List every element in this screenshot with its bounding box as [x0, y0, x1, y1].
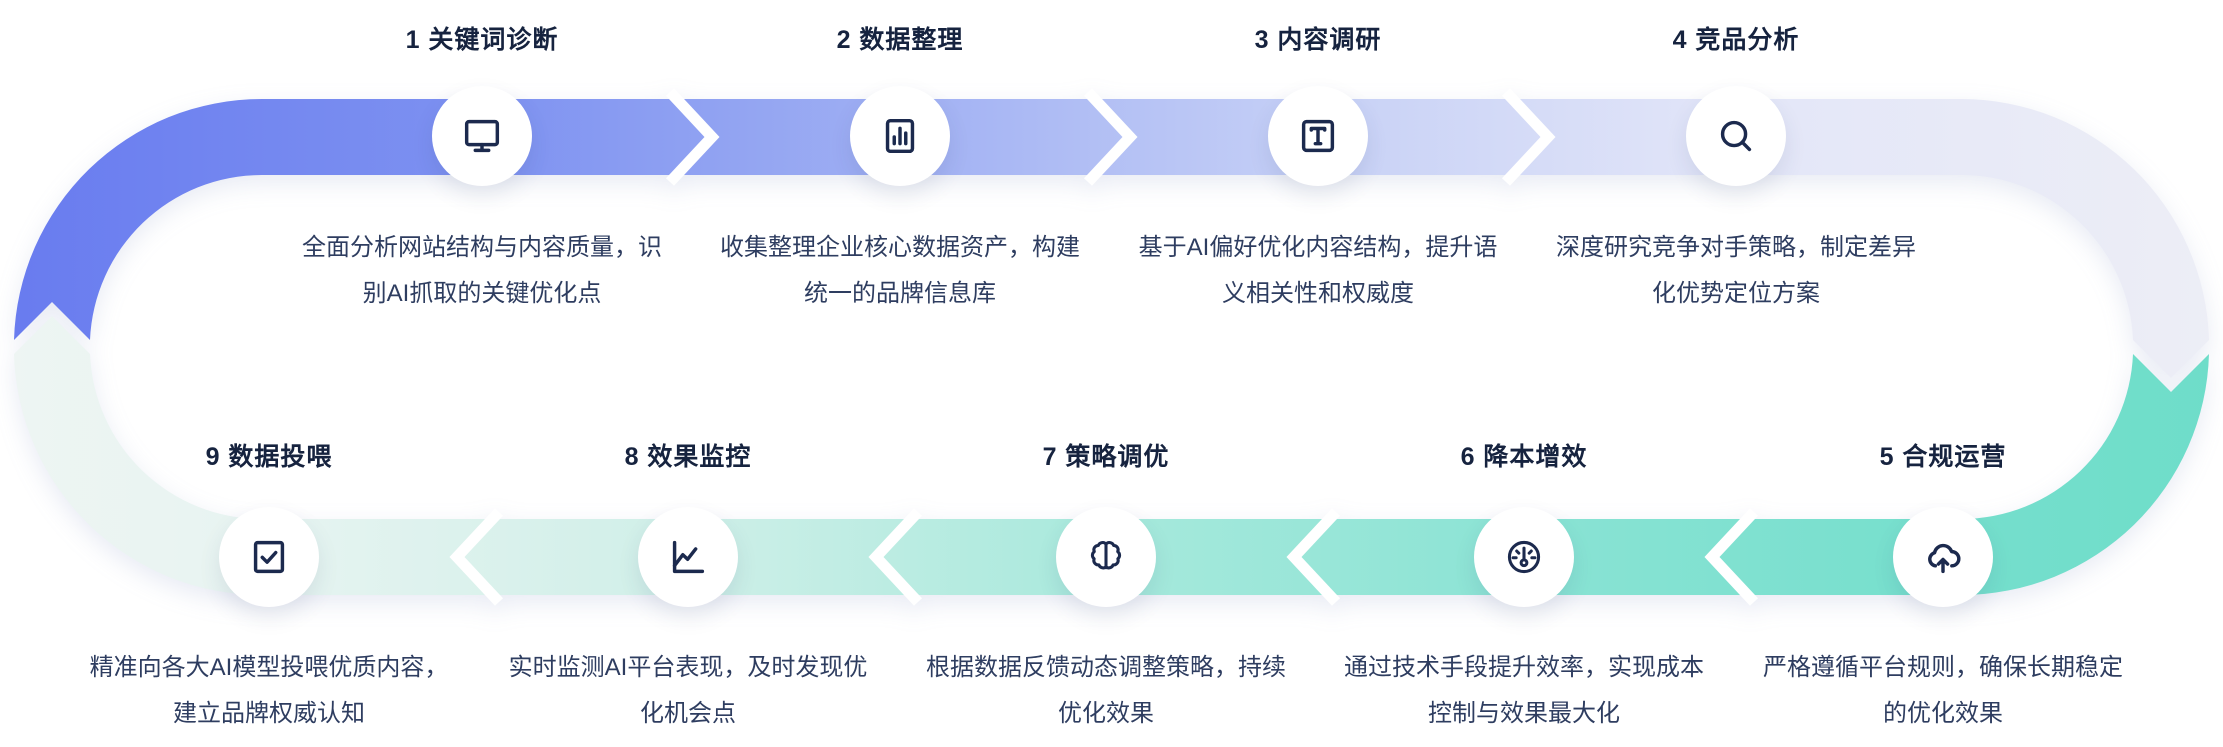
- step-6-title: 6 降本增效: [1460, 443, 1588, 471]
- step-7-title: 7 策略调优: [1042, 443, 1170, 471]
- brain-icon: [1090, 541, 1122, 570]
- step-5-title: 5 合规运营: [1879, 443, 2007, 471]
- step-2-icon-circle: [850, 86, 950, 186]
- step-1-icon-circle: [432, 86, 532, 186]
- step-1-description: 全面分析网站结构与内容质量，识 别AI抓取的关键优化点: [302, 234, 662, 307]
- step-9-title: 9 数据投喂: [205, 443, 333, 471]
- flow-separator-chevron: [665, 88, 720, 186]
- step-8-title: 8 效果监控: [624, 443, 752, 471]
- step-7-icon-circle: [1056, 507, 1156, 607]
- flow-separator-chevron: [1286, 508, 1341, 606]
- step-2-description: 收集整理企业核心数据资产，构建 统一的品牌信息库: [720, 234, 1080, 307]
- checkbox-icon: [253, 540, 285, 574]
- process-band-top: [14, 98, 2209, 379]
- flow-separator-chevron: [1501, 88, 1556, 186]
- step-7-description: 根据数据反馈动态调整策略，持续 优化效果: [926, 654, 1286, 727]
- search-icon: [1720, 120, 1752, 152]
- flow-separator-chevron: [1083, 88, 1138, 186]
- text-icon: [1301, 119, 1335, 153]
- step-5-icon-circle: [1893, 507, 1993, 607]
- flow-separator-chevron: [868, 508, 923, 606]
- step-8-icon-circle: [638, 507, 738, 607]
- flow-separator-chevron: [1704, 508, 1759, 606]
- step-4-description: 深度研究竞争对手策略，制定差异 化优势定位方案: [1556, 234, 1916, 307]
- flow-separator-chevron: [449, 508, 504, 606]
- step-1-title: 1 关键词诊断: [405, 26, 559, 54]
- process-band-bottom: [14, 316, 2209, 595]
- step-4-icon-circle: [1686, 86, 1786, 186]
- monitor-icon: [464, 119, 500, 153]
- step-9-icon-circle: [219, 507, 319, 607]
- step-8-description: 实时监测AI平台表现，及时发现优 化机会点: [508, 654, 868, 727]
- step-9-description: 精准向各大AI模型投喂优质内容， 建立品牌权威认知: [89, 654, 449, 727]
- step-6-icon-circle: [1474, 507, 1574, 607]
- cloud-upload-icon: [1928, 543, 1961, 574]
- step-3-icon-circle: [1268, 86, 1368, 186]
- step-5-description: 严格遵循平台规则，确保长期稳定 的优化效果: [1763, 654, 2123, 727]
- bar-chart-icon: [885, 118, 915, 154]
- step-6-description: 通过技术手段提升效率，实现成本 控制与效果最大化: [1344, 654, 1704, 727]
- step-2-title: 2 数据整理: [836, 26, 964, 54]
- step-3-title: 3 内容调研: [1254, 26, 1382, 54]
- gauge-icon: [1507, 540, 1541, 574]
- step-3-description: 基于AI偏好优化内容结构，提升语 义相关性和权威度: [1138, 234, 1498, 307]
- line-chart-icon: [672, 540, 705, 574]
- step-4-title: 4 竞品分析: [1672, 26, 1800, 54]
